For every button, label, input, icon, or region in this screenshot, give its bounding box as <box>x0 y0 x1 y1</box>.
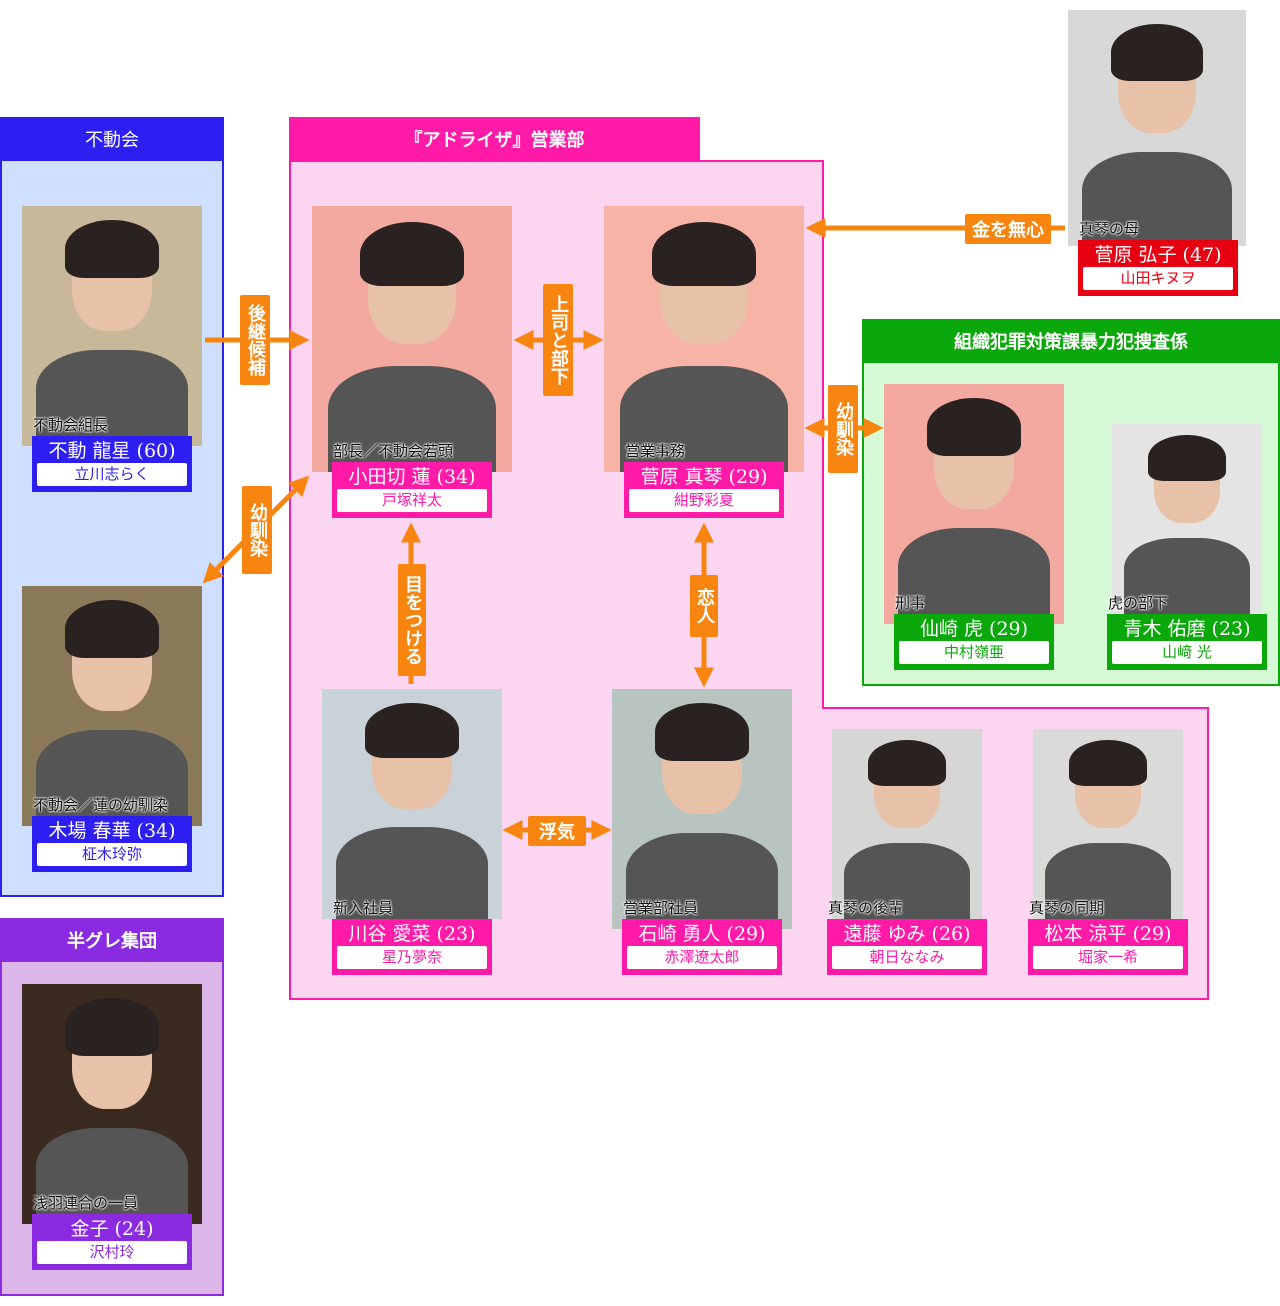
actor-name: 山田キヌヲ <box>1083 267 1233 290</box>
person-role: 営業事務 <box>625 442 686 460</box>
relation-label-childhood-left: 幼馴染 <box>242 486 272 574</box>
person-name-box: 金子 (24) 沢村玲 <box>32 1214 192 1270</box>
person-photo <box>612 689 792 929</box>
person-photo <box>22 206 202 446</box>
character-name: 金子 (24) <box>70 1218 154 1240</box>
actor-name: 堀家一希 <box>1033 946 1183 969</box>
character-name: 不動 龍星 (60) <box>48 440 176 462</box>
character-name: 青木 佑磨 (23) <box>1123 618 1251 640</box>
fudoukai-header: 不動会 <box>0 117 224 161</box>
actor-name: 紺野彩夏 <box>629 489 779 512</box>
person-name-box: 菅原 弘子 (47) 山田キヌヲ <box>1078 240 1238 296</box>
person-photo <box>312 206 512 472</box>
relation-label-successor: 後継候補 <box>240 295 270 385</box>
person-photo <box>322 689 502 919</box>
character-name: 松本 涼平 (29) <box>1044 923 1172 945</box>
person-photo <box>1068 10 1246 246</box>
person-photo <box>22 984 202 1224</box>
character-name: 菅原 真琴 (29) <box>640 466 768 488</box>
character-name: 菅原 弘子 (47) <box>1094 244 1222 266</box>
person-role: 真琴の母 <box>1079 220 1140 238</box>
relation-label-money: 金を無心 <box>965 214 1051 244</box>
person-role: 真琴の後輩 <box>828 899 904 917</box>
person-role: 真琴の同期 <box>1029 899 1105 917</box>
actor-name: 戸塚祥太 <box>337 489 487 512</box>
person-name-box: 松本 涼平 (29) 堀家一希 <box>1028 919 1188 975</box>
person-name-box: 石崎 勇人 (29) 赤澤遼太郎 <box>622 919 782 975</box>
relation-label-boss-sub: 上司と部下 <box>543 284 573 396</box>
person-name-box: 青木 佑磨 (23) 山﨑 光 <box>1107 614 1267 670</box>
relation-label-eye-on: 目をつける <box>398 564 426 676</box>
person-photo <box>884 384 1064 624</box>
person-role: 浅羽連合の一員 <box>33 1194 139 1212</box>
person-photo <box>22 586 202 826</box>
actor-name: 朝日ななみ <box>832 946 982 969</box>
adviser-header: 『アドライザ』営業部 <box>289 117 700 161</box>
person-role: 虎の部下 <box>1108 594 1169 612</box>
person-name-box: 菅原 真琴 (29) 紺野彩夏 <box>624 462 784 518</box>
actor-name: 沢村玲 <box>37 1241 187 1264</box>
person-photo <box>832 729 982 919</box>
character-name: 仙崎 虎 (29) <box>919 618 1029 640</box>
character-name: 木場 春華 (34) <box>48 820 176 842</box>
person-photo <box>1033 729 1183 919</box>
person-role: 部長／不動会若頭 <box>333 442 454 460</box>
person-name-box: 遠藤 ゆみ (26) 朝日ななみ <box>827 919 987 975</box>
character-name: 小田切 蓮 (34) <box>348 466 476 488</box>
person-role: 不動会／蓮の幼馴染 <box>33 796 169 814</box>
actor-name: 赤澤遼太郎 <box>627 946 777 969</box>
person-name-box: 仙崎 虎 (29) 中村嶺亜 <box>894 614 1054 670</box>
hangure-header: 半グレ集団 <box>0 918 224 962</box>
actor-name: 立川志らく <box>37 463 187 486</box>
person-name-box: 川谷 愛菜 (23) 星乃夢奈 <box>332 919 492 975</box>
person-photo <box>1112 424 1262 614</box>
person-name-box: 不動 龍星 (60) 立川志らく <box>32 436 192 492</box>
relation-label-affair: 浮気 <box>528 816 586 846</box>
actor-name: 山﨑 光 <box>1112 641 1262 664</box>
actor-name: 中村嶺亜 <box>899 641 1049 664</box>
person-name-box: 小田切 蓮 (34) 戸塚祥太 <box>332 462 492 518</box>
person-role: 刑事 <box>895 594 926 612</box>
actor-name: 星乃夢奈 <box>337 946 487 969</box>
relation-label-childhood-right: 幼馴染 <box>828 385 858 473</box>
person-photo <box>604 206 804 472</box>
person-role: 営業部社員 <box>623 899 699 917</box>
person-role: 新入社員 <box>333 899 394 917</box>
character-name: 川谷 愛菜 (23) <box>348 923 476 945</box>
person-name-box: 木場 春華 (34) 柾木玲弥 <box>32 816 192 872</box>
character-name: 石崎 勇人 (29) <box>638 923 766 945</box>
character-name: 遠藤 ゆみ (26) <box>843 923 971 945</box>
actor-name: 柾木玲弥 <box>37 843 187 866</box>
relation-label-lovers: 恋人 <box>690 575 718 637</box>
police-header: 組織犯罪対策課暴力犯捜査係 <box>862 319 1280 363</box>
person-role: 不動会組長 <box>33 416 109 434</box>
